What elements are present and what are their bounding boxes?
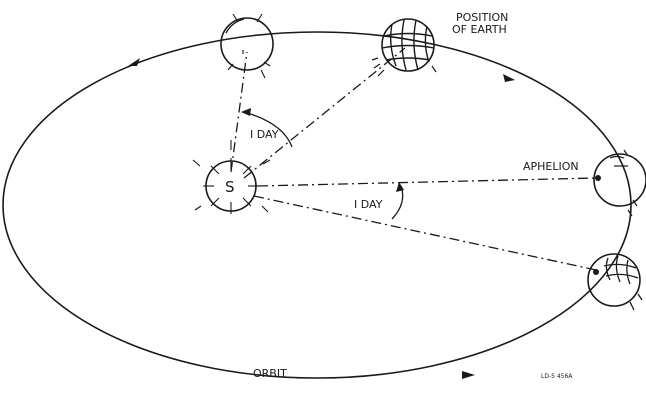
day-label-bottom: I DAY	[354, 198, 383, 211]
day-label-top: I DAY	[250, 128, 279, 141]
position-of-earth-label-line2: OF EARTH	[452, 23, 507, 36]
line-sun-to-earth2	[244, 48, 405, 178]
earth-1	[221, 14, 273, 78]
orbit-arrow-bottom	[462, 371, 475, 379]
aphelion-label: APHELION	[523, 160, 579, 173]
earth-2	[372, 19, 436, 76]
sun-label: S	[225, 178, 235, 196]
earth-4	[588, 254, 642, 310]
orbit-arrow-top-left	[128, 58, 140, 66]
sun	[193, 140, 270, 214]
orbit-label: ORBIT	[253, 367, 287, 380]
figure-code-label: LD-5 456A	[541, 373, 573, 380]
arc-day-top-arrow	[241, 108, 251, 116]
line-sun-to-aphelion	[258, 178, 596, 186]
orbit-arrow-top-right	[503, 74, 515, 82]
orbit-ellipse	[3, 32, 631, 378]
line-sun-to-earth4	[254, 196, 596, 270]
